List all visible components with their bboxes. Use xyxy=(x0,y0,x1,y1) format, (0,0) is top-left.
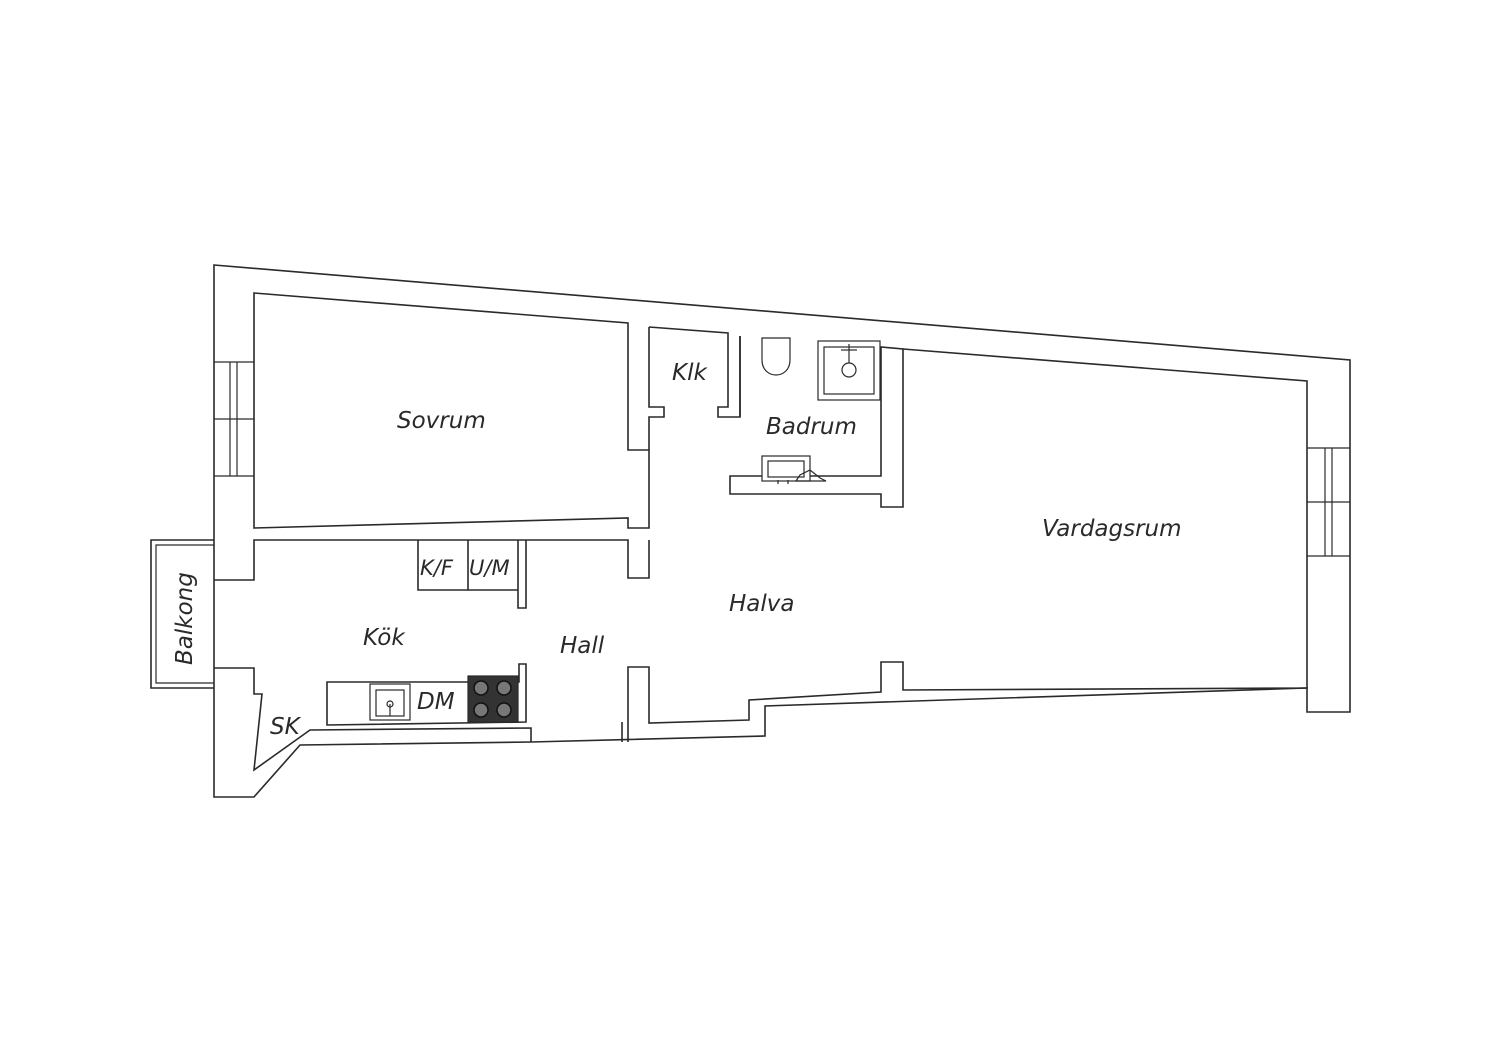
outer-wall xyxy=(213,264,1351,798)
label-badrum: Badrum xyxy=(766,414,857,440)
klk-left-jamb xyxy=(648,327,665,450)
label-balkong: Balkong xyxy=(172,572,198,665)
kitchen-counter xyxy=(326,663,527,726)
badrum-walls xyxy=(729,336,904,508)
washbasin-tap-icon xyxy=(777,469,827,484)
balkong-rail xyxy=(150,539,214,689)
label-kok: Kök xyxy=(363,625,406,651)
label-sk: SK xyxy=(270,714,302,740)
label-halva: Halva xyxy=(729,591,795,617)
cooktop-burner xyxy=(473,702,489,718)
label-um: U/M xyxy=(469,556,510,580)
vardagsrum-walls xyxy=(627,348,1308,742)
cooktop-burner xyxy=(473,680,489,696)
window-left xyxy=(214,361,254,477)
kitchen-lower-wall xyxy=(214,667,532,772)
toilet-icon xyxy=(761,337,791,376)
label-dm: DM xyxy=(417,689,455,715)
balkong-inner xyxy=(155,544,214,684)
wardrobe-kf xyxy=(417,540,469,591)
cooktop-burner xyxy=(496,680,512,696)
label-vardagsrum: Vardagsrum xyxy=(1042,516,1182,542)
kitchen-walls xyxy=(214,539,650,581)
window-right xyxy=(1307,447,1350,557)
cooktop-burner xyxy=(496,702,512,718)
sovrum-walls xyxy=(253,292,650,529)
label-kf: K/F xyxy=(420,556,454,580)
label-sovrum: Sovrum xyxy=(397,408,486,434)
label-hall: Hall xyxy=(560,633,605,659)
label-klk: Klk xyxy=(672,360,708,386)
wardrobe-um xyxy=(468,540,527,609)
